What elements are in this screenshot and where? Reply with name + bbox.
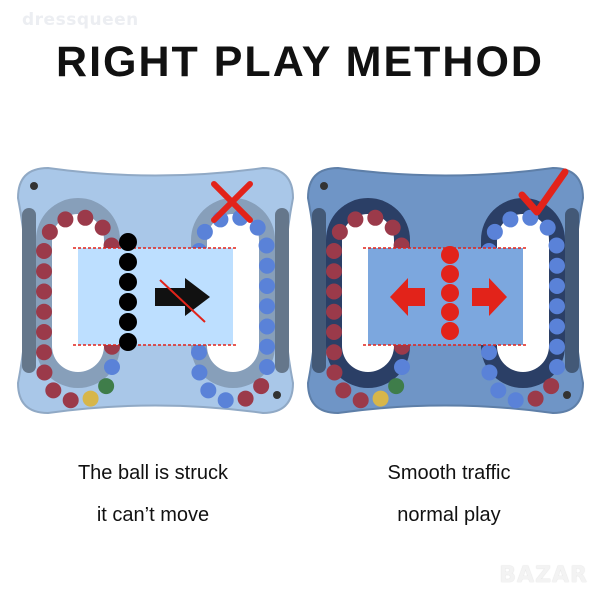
ball [539,219,556,236]
ball [258,237,275,254]
stuck-ball [119,253,137,271]
ball [259,359,275,375]
ball [326,364,343,381]
check-icon [518,168,569,216]
ball [94,219,111,236]
ball [36,324,52,341]
ball [36,364,53,381]
moving-ball [441,246,459,264]
ball [352,392,369,409]
ball [62,392,79,409]
ball [481,344,497,361]
ball [549,338,565,355]
ball [253,378,270,395]
screw [563,391,571,399]
ball [486,223,503,240]
ball [237,390,254,407]
side-grip [565,208,579,373]
moving-ball [441,284,459,302]
ball [326,303,342,320]
ball [200,382,217,399]
ball [326,243,342,259]
stuck-ball [119,313,137,331]
ball [36,303,52,320]
ball [394,359,410,375]
ball [104,359,120,375]
moving-ball [441,265,459,283]
ball [259,257,275,274]
ball [196,223,213,240]
right-caption-line2: normal play [397,504,501,526]
ball [36,344,52,361]
ball [98,378,115,395]
moving-ball [441,322,459,340]
ball [249,219,266,236]
ball [326,263,342,280]
arrow-right-icon [155,278,210,316]
ball [41,223,58,240]
ball [527,390,544,407]
ball [259,277,275,294]
ball [82,390,99,407]
ball [549,359,565,375]
ball [481,364,498,381]
ball [57,211,74,228]
ball [191,364,208,381]
screw [320,182,328,190]
bazar-logo: BAZAR [499,563,588,588]
ball [326,324,342,341]
ball [36,263,52,280]
ball [548,237,565,254]
ball [259,318,275,335]
ball [36,283,52,300]
ball [347,211,364,228]
moving-ball [441,303,459,321]
ball [549,298,565,315]
stuck-ball [119,333,137,351]
arrow-left-icon [390,278,425,316]
screw [273,391,281,399]
arrow-right-icon [472,278,507,316]
ball [217,392,234,409]
ball [45,382,62,399]
ball [507,392,524,409]
side-grip [312,208,326,373]
ball [367,209,384,226]
ball [259,298,275,315]
strike-line [159,279,206,323]
wrong-x-icon [211,181,253,223]
stuck-ball [119,233,137,251]
toy-wrong-method [16,166,295,415]
ball [331,223,348,240]
ball [490,382,507,399]
ball [326,283,342,300]
ball [326,344,342,361]
screw [30,182,38,190]
left-caption-line1: The ball is struck [77,462,229,484]
ball [549,257,565,274]
ball [259,338,275,355]
ball [36,243,52,259]
stuck-ball [119,293,137,311]
ball [502,211,519,228]
ball [335,382,352,399]
side-grip [22,208,36,373]
left-caption-line2: it can’t move [96,504,210,526]
ball [384,219,401,236]
side-grip [275,208,289,373]
ball [388,378,405,395]
ball [77,209,94,226]
ball [549,277,565,294]
ball [191,344,207,361]
toy-right-method [306,166,585,415]
stuck-ball [119,273,137,291]
ball [549,318,565,335]
page-title: RIGHT PLAY METHOD [56,38,544,86]
watermark: dressqueen [22,10,139,30]
ball [372,390,389,407]
right-caption-line1: Smooth traffic [387,462,511,484]
ball [543,378,560,395]
